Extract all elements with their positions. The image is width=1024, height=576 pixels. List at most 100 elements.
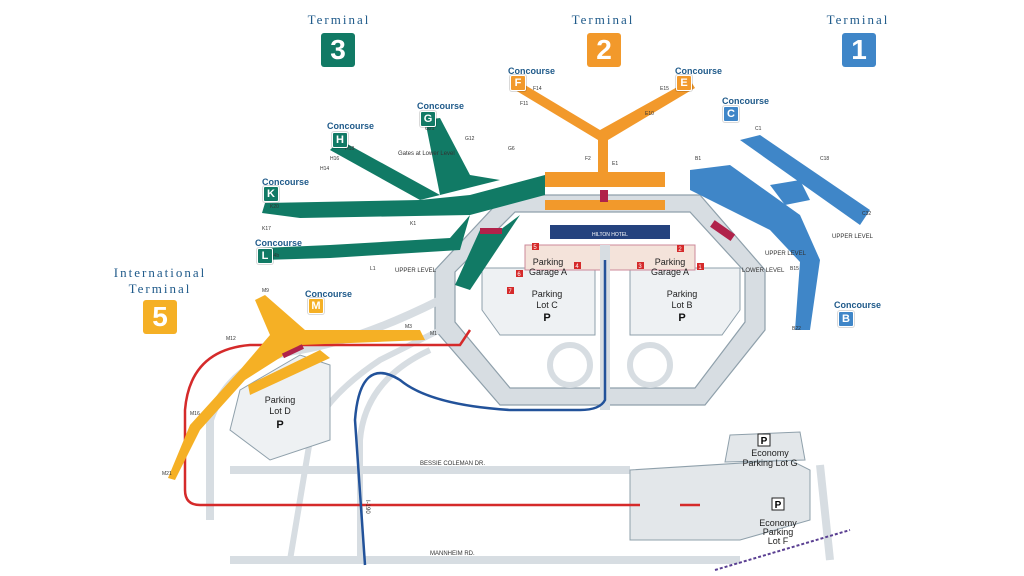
- road-label-i190: I-190: [364, 500, 370, 514]
- svg-text:4: 4: [575, 264, 579, 270]
- upper-level-label-1: UPPER LEVEL: [395, 268, 437, 274]
- gate-label-G21: G21: [425, 126, 435, 132]
- blue-transit-line: [353, 260, 607, 566]
- hilton-hotel-label: HILTON HOTEL: [592, 232, 628, 238]
- lot-c-line1: Parking: [532, 289, 563, 299]
- lot-d-p: P: [276, 419, 283, 431]
- terminal-2-label: Terminal: [571, 12, 635, 27]
- lot-b-p: P: [678, 312, 685, 324]
- svg-text:6: 6: [517, 272, 521, 278]
- terminal-3-badge: 3: [321, 33, 355, 67]
- gate-label-F11: F11: [520, 101, 528, 107]
- concourse-m-badge: M: [308, 298, 324, 314]
- gate-label-M9: M9: [262, 288, 269, 294]
- upper-level-label-2: UPPER LEVEL: [832, 234, 874, 240]
- road-label-mannheim: MANNHEIM RD.: [430, 551, 475, 557]
- gate-label-E15: E15: [660, 86, 669, 92]
- terminal-1-label: Terminal: [826, 12, 890, 27]
- rail-line: [714, 529, 851, 571]
- terminal-1-badge: 1: [842, 33, 876, 67]
- gate-label-C1: C1: [755, 126, 762, 132]
- lot-d-line1: Parking: [265, 395, 296, 405]
- lot-f-line1: Economy: [759, 518, 797, 528]
- concourse-f-label: Concourse: [508, 66, 556, 76]
- garage-a-left-line2: Garage A: [529, 267, 567, 277]
- lot-b-area: [629, 267, 741, 336]
- concourse-k-label: Concourse: [262, 177, 310, 187]
- terminal-1-building: [690, 135, 870, 330]
- gate-label-M3: M3: [405, 324, 412, 330]
- concourse-c-label: Concourse: [722, 96, 770, 106]
- svg-text:1: 1: [698, 265, 702, 271]
- terminal-5-badge: 5: [143, 300, 177, 334]
- terminal-3-label: Terminal: [307, 12, 371, 27]
- concourse-b-badge: B: [838, 311, 854, 327]
- garage-a-right-line1: Parking: [655, 257, 686, 267]
- lot-g-line1: Economy: [751, 448, 789, 458]
- upper-level-label-3: UPPER LEVEL: [765, 251, 807, 257]
- gate-label-G12: G12: [465, 136, 475, 142]
- gate-label-B15: B15: [790, 266, 799, 272]
- concourse-l-badge: L: [257, 248, 273, 264]
- lot-d-area: [229, 354, 331, 461]
- terminal-2-building: [515, 80, 695, 210]
- svg-text:5: 5: [533, 245, 537, 251]
- terminal-5-building: [168, 295, 425, 480]
- svg-text:P: P: [775, 500, 782, 511]
- gates-lower-note: Gates at Lower Level: [398, 151, 455, 157]
- terminal-3-building: [262, 118, 545, 290]
- gate-label-C32: C32: [862, 211, 871, 217]
- red-transit-line: [183, 329, 640, 507]
- gate-label-B22: B22: [792, 326, 801, 332]
- concourse-h-badge: H: [332, 132, 348, 148]
- p-icons: P P: [757, 433, 785, 511]
- svg-text:3: 3: [638, 264, 642, 270]
- gate-label-M1: M1: [430, 331, 437, 337]
- road-label-bessie: BESSIE COLEMAN DR.: [420, 461, 485, 467]
- gate-label-E10: E10: [645, 111, 654, 117]
- lot-f-line2: Parking: [763, 527, 794, 537]
- lot-c-line2: Lot C: [536, 300, 558, 310]
- garage-a-right-line2: Garage A: [651, 267, 689, 277]
- gate-label-M16: M16: [190, 411, 200, 417]
- gate-label-G6: G6: [508, 146, 515, 152]
- terminal-5-label: International Terminal: [113, 265, 207, 296]
- concourse-f-badge: F: [510, 75, 526, 91]
- gate-label-H14: H14: [320, 166, 329, 172]
- svg-text:7: 7: [508, 289, 512, 295]
- gate-label-K17: K17: [262, 226, 271, 232]
- gate-label-C18: C18: [820, 156, 829, 162]
- svg-text:P: P: [761, 436, 768, 447]
- concourse-e-label: Concourse: [675, 66, 723, 76]
- gate-label-M12: M12: [226, 336, 236, 342]
- gate-label-F2: F2: [585, 156, 591, 162]
- concourse-c-badge: C: [723, 106, 739, 122]
- gate-label-K1: K1: [410, 221, 416, 227]
- svg-text:2: 2: [678, 247, 682, 253]
- gate-label-L14b: L14b: [268, 253, 279, 259]
- gate-label-M21: M21: [162, 471, 172, 477]
- concourse-k-badge: K: [263, 186, 279, 202]
- concourse-g-label: Concourse: [417, 101, 465, 111]
- concourse-b-label: Concourse: [834, 300, 882, 310]
- lot-g-line2: Parking Lot G: [742, 458, 797, 468]
- hilton-hotel-block: [550, 225, 670, 239]
- lower-level-label: LOWER LEVEL: [742, 268, 785, 274]
- gate-label-H16: H16: [330, 156, 339, 162]
- gate-label-E1: E1: [612, 161, 618, 167]
- concourse-h-label: Concourse: [327, 121, 375, 131]
- parking-markers: 1 2 3 4 5 6 7: [507, 243, 704, 295]
- lot-b-line1: Parking: [667, 289, 698, 299]
- gate-label-H18: H18: [345, 146, 354, 152]
- lot-d-line2: Lot D: [269, 406, 291, 416]
- gate-label-L1: L1: [370, 266, 376, 272]
- lot-c-p: P: [543, 312, 550, 324]
- terminal-2-badge: 2: [587, 33, 621, 67]
- lot-f-line3: Lot F: [768, 536, 789, 546]
- garage-a-left-line1: Parking: [533, 257, 564, 267]
- gate-labels: H18 H16 H14 G21 G12 G6 F14 F11 F2 E15 E1…: [162, 86, 871, 477]
- economy-lot-g-area: [724, 431, 806, 463]
- concourse-m-label: Concourse: [305, 289, 353, 299]
- gate-label-F14: F14: [533, 86, 542, 92]
